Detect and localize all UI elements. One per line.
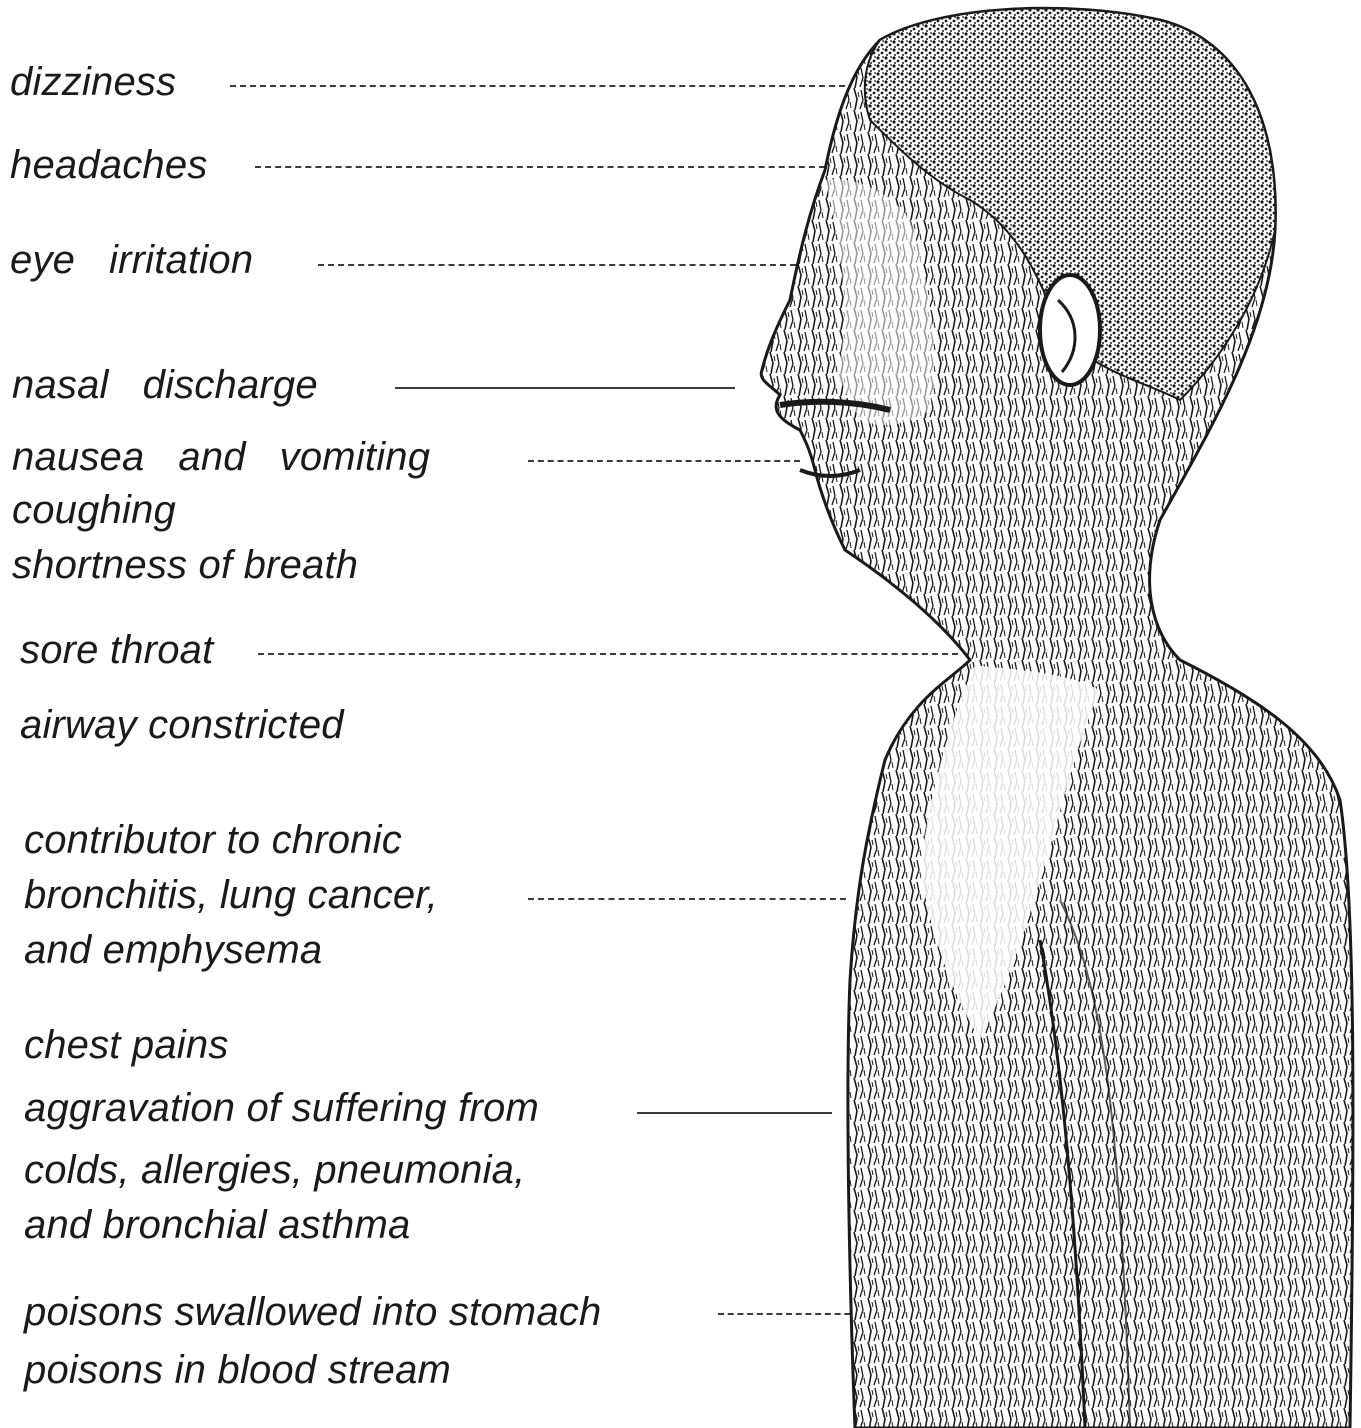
label-aggravation-line2: colds, allergies, pneumonia, [24, 1145, 525, 1195]
figure-ear [1040, 275, 1100, 385]
label-contributor-line3: and emphysema [24, 925, 322, 975]
leader-eye-irritation [318, 264, 796, 266]
leader-nasal-discharge [395, 387, 735, 389]
label-dizziness: dizziness [10, 57, 176, 107]
label-headaches: headaches [10, 140, 208, 190]
human-profile-figure-icon [740, 0, 1361, 1428]
label-coughing: coughing [12, 485, 176, 535]
label-aggravation-line1: aggravation of suffering from [24, 1083, 539, 1133]
label-chest-pains: chest pains [24, 1020, 229, 1070]
label-shortness-of-breath: shortness of breath [12, 540, 358, 590]
label-poisons-blood: poisons in blood stream [24, 1345, 451, 1395]
label-airway-constricted: airway constricted [20, 700, 344, 750]
label-aggravation-line3: and bronchial asthma [24, 1200, 410, 1250]
label-nausea-vomiting: nausea and vomiting [12, 432, 430, 482]
label-contributor-line2: bronchitis, lung cancer, [24, 870, 438, 920]
label-contributor-line1: contributor to chronic [24, 815, 402, 865]
label-nasal-discharge: nasal discharge [12, 360, 318, 410]
label-sore-throat: sore throat [20, 625, 213, 675]
label-poisons-stomach: poisons swallowed into stomach [24, 1287, 601, 1337]
label-eye-irritation: eye irritation [10, 235, 253, 285]
